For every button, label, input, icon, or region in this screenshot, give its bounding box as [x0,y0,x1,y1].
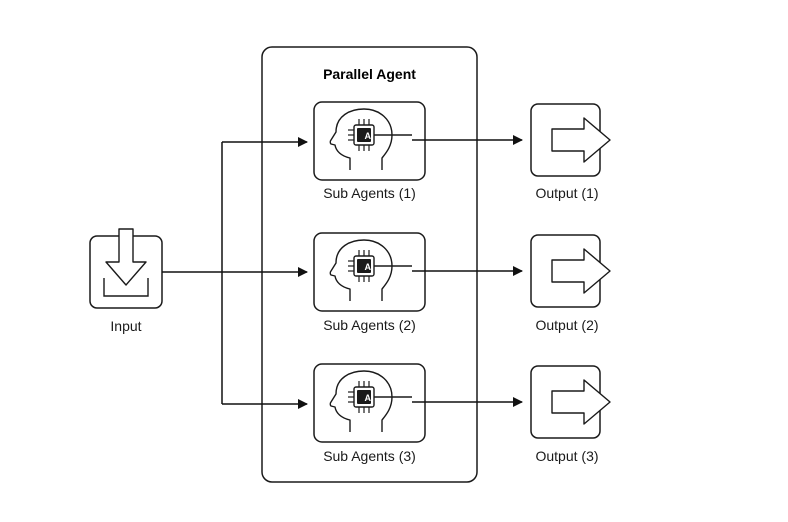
sub-agent-3: AI Sub Agents (3) [313,363,426,464]
input-node: Input [89,228,163,334]
sub-agent-2: AI Sub Agents (2) [313,232,426,333]
agent-label: Sub Agents (1) [323,185,416,201]
agent-label: Sub Agents (2) [323,317,416,333]
output-connectors [412,135,523,407]
chip-label: AI [365,262,374,272]
chip-label: AI [365,131,374,141]
sub-agent-1: AI Sub Agents (1) [313,101,426,201]
right-arrow-icon [551,248,611,294]
right-arrow-icon [551,379,611,425]
container-title: Parallel Agent [323,66,416,82]
input-connectors [162,137,308,409]
right-arrow-icon [551,117,611,163]
download-arrow-icon [103,228,149,297]
output-node-1: Output (1) [530,103,611,201]
output-label: Output (2) [535,317,598,333]
input-label: Input [110,318,141,334]
output-label: Output (3) [535,448,598,464]
chip-label: AI [365,393,374,403]
output-node-2: Output (2) [530,234,611,333]
output-label: Output (1) [535,185,598,201]
output-node-3: Output (3) [530,365,611,464]
agent-label: Sub Agents (3) [323,448,416,464]
